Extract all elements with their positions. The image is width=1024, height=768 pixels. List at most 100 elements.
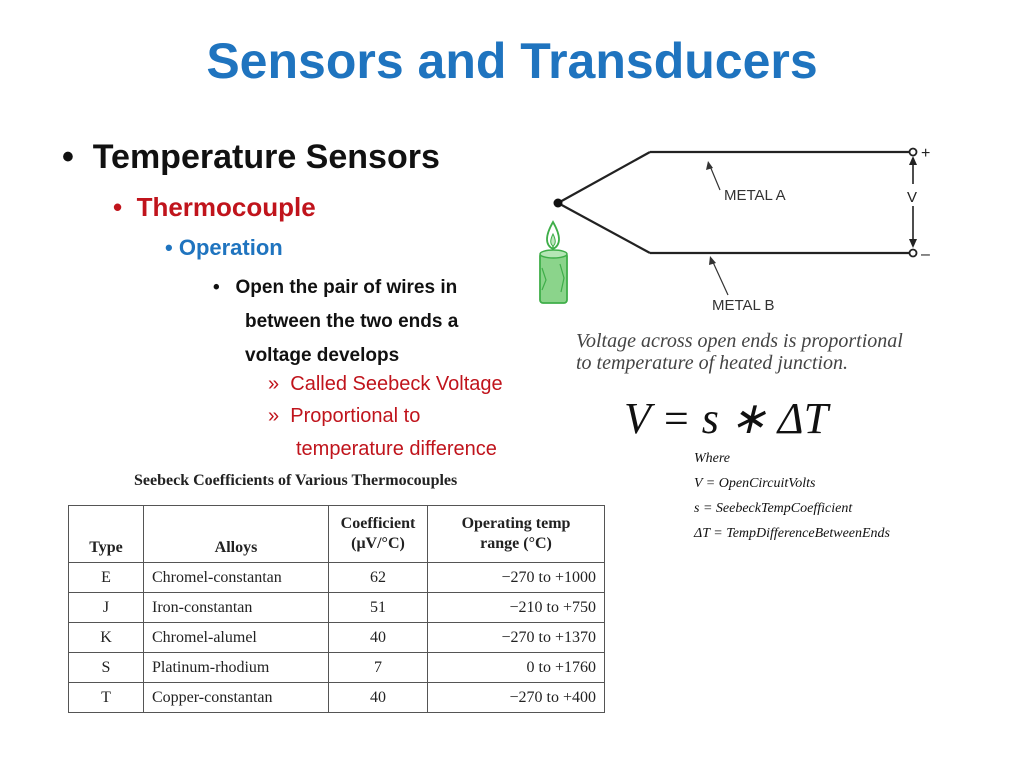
range-high: +750 <box>562 598 596 616</box>
candle-icon <box>539 220 568 304</box>
cell-alloy: Copper-constantan <box>143 682 329 713</box>
sub-bullet-text: Called Seebeck Voltage <box>290 373 503 395</box>
sub-bullet-marker: » <box>268 405 291 427</box>
bullet-text-line2: between the two ends a <box>245 311 459 332</box>
table-row: J Iron-constantan 51 −210 to +750 <box>68 592 605 623</box>
bullet-temperature-sensors: • Temperature Sensors <box>62 138 440 177</box>
sub-bullet-text: Proportional to <box>290 405 421 427</box>
cell-range: 0 to +1760 <box>427 652 605 683</box>
header-range: Operating temp range (°C) <box>427 505 605 563</box>
bullet-dot: • <box>213 277 236 298</box>
cell-range: −270 to +400 <box>427 682 605 713</box>
metal-a-pointer-head <box>706 161 713 170</box>
cell-coefficient: 62 <box>328 562 428 593</box>
minus-label: – <box>921 246 930 263</box>
metal-b-label: METAL B <box>712 297 775 314</box>
cell-type: E <box>68 562 144 593</box>
terminal-plus <box>908 147 918 157</box>
range-low: −210 <box>509 598 543 616</box>
header-type: Type <box>68 505 144 563</box>
where-label: Where <box>694 451 731 466</box>
seebeck-coefficients-table: Type Alloys Coefficient (μV/°C) Operatin… <box>68 505 605 713</box>
range-high: +1000 <box>554 568 596 586</box>
range-to: to <box>538 568 551 586</box>
table-row: K Chromel-alumel 40 −270 to +1370 <box>68 622 605 653</box>
cell-type: J <box>68 592 144 623</box>
bullet-dot: • <box>62 138 93 176</box>
sub-bullet-proportional-line2: temperature difference <box>296 438 497 460</box>
table-title: Seebeck Coefficients of Various Thermoco… <box>134 472 458 489</box>
figure-caption: Voltage across open ends is proportional… <box>576 330 903 374</box>
voltage-label: V <box>907 189 917 206</box>
metal-b-pointer <box>711 259 729 296</box>
range-high: +1760 <box>554 658 596 676</box>
seebeck-formula: V = s ∗ ΔT <box>624 394 829 443</box>
definition-delta-t: ΔT = TempDifferenceBetweenEnds <box>694 526 891 541</box>
header-alloys: Alloys <box>143 505 329 563</box>
thermocouple-diagram: + – V METAL A METAL B <box>539 145 930 314</box>
cell-type: K <box>68 622 144 653</box>
formula-definitions: Where V = OpenCircuitVolts s = SeebeckTe… <box>694 446 890 546</box>
sub-bullet-proportional: » Proportional to <box>268 405 420 428</box>
caption-line2: to temperature of heated junction. <box>576 352 848 374</box>
bullet-operation: • Operation <box>165 235 283 261</box>
voltage-arrowhead-up <box>909 156 917 165</box>
range-high: +400 <box>562 688 596 706</box>
cell-range: −270 to +1370 <box>427 622 605 653</box>
slide-title: Sensors and Transducers <box>206 33 818 89</box>
bullet-text-line1: Open the pair of wires in <box>235 277 458 298</box>
table-row: S Platinum-rhodium 7 0 to +1760 <box>68 652 605 683</box>
table-row: E Chromel-constantan 62 −270 to +1000 <box>68 562 605 593</box>
cell-coefficient: 40 <box>328 622 428 653</box>
metal-a-pointer <box>709 165 721 191</box>
terminal-minus <box>908 248 918 258</box>
range-low: 0 <box>526 658 535 676</box>
bullet-dot: • <box>113 192 137 222</box>
voltage-arrowhead-down <box>909 239 917 248</box>
wire-b-diagonal <box>557 202 651 254</box>
bullet-text: Thermocouple <box>136 192 316 222</box>
metal-a-label: METAL A <box>724 187 786 204</box>
cell-alloy: Chromel-alumel <box>143 622 329 653</box>
range-to: to <box>546 598 559 616</box>
definition-s: s = SeebeckTempCoefficient <box>694 501 853 516</box>
header-range-line2: range (°C) <box>480 535 552 552</box>
range-to: to <box>538 658 551 676</box>
header-coefficient-line1: Coefficient <box>340 515 416 532</box>
range-low: −270 <box>501 628 535 646</box>
cell-range: −210 to +750 <box>427 592 605 623</box>
caption-line1: Voltage across open ends is proportional <box>576 330 903 352</box>
cell-coefficient: 7 <box>328 652 428 683</box>
cell-coefficient: 40 <box>328 682 428 713</box>
bullet-thermocouple: • Thermocouple <box>113 192 316 223</box>
metal-b-pointer-head <box>709 256 716 265</box>
junction-dot <box>553 198 563 208</box>
bullet-text: Operation <box>178 235 283 260</box>
bullet-open-wires: • Open the pair of wires in between the … <box>213 271 458 373</box>
range-to: to <box>538 628 551 646</box>
range-high: +1370 <box>554 628 596 646</box>
table-row: T Copper-constantan 40 −270 to +400 <box>68 682 605 713</box>
bullet-text-line3: voltage develops <box>245 345 400 366</box>
cell-alloy: Platinum-rhodium <box>143 652 329 683</box>
definition-v: V = OpenCircuitVolts <box>694 476 816 491</box>
cell-range: −270 to +1000 <box>427 562 605 593</box>
range-low: −270 <box>509 688 543 706</box>
header-coefficient: Coefficient (μV/°C) <box>328 505 428 563</box>
wire-a-diagonal <box>557 151 651 204</box>
sub-bullet-marker: » <box>268 373 291 395</box>
table-header-row: Type Alloys Coefficient (μV/°C) Operatin… <box>68 505 605 563</box>
bullet-dot: • <box>165 235 179 260</box>
cell-type: S <box>68 652 144 683</box>
range-to: to <box>546 688 559 706</box>
plus-label: + <box>921 145 930 162</box>
bullet-text: Temperature Sensors <box>92 138 440 176</box>
header-range-line1: Operating temp <box>461 515 571 532</box>
range-low: −270 <box>501 568 535 586</box>
cell-alloy: Chromel-constantan <box>143 562 329 593</box>
header-coefficient-line2: (μV/°C) <box>351 535 405 552</box>
cell-coefficient: 51 <box>328 592 428 623</box>
cell-alloy: Iron-constantan <box>143 592 329 623</box>
cell-type: T <box>68 682 144 713</box>
sub-bullet-seebeck: » Called Seebeck Voltage <box>268 373 503 396</box>
